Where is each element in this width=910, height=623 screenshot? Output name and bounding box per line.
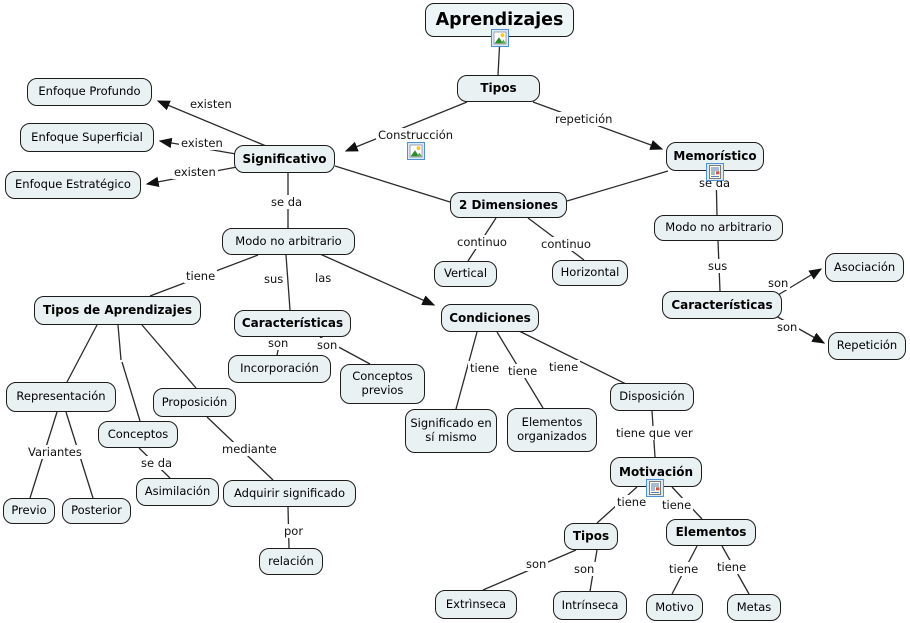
concept-conceptos[interactable]: Conceptos — [98, 421, 178, 448]
link-label-tiene-cond-2[interactable]: tiene — [506, 364, 540, 378]
link-label-tiene-elem-2[interactable]: tiene — [715, 560, 749, 574]
concept-repeticion[interactable]: Repetición — [828, 332, 906, 360]
link-label-continuo-1[interactable]: continuo — [455, 235, 509, 249]
link-label-existen-1[interactable]: existen — [188, 97, 234, 111]
concept-caracteristicas-right[interactable]: Características — [662, 291, 782, 319]
concept-posterior[interactable]: Posterior — [62, 498, 131, 524]
article-icon[interactable] — [646, 479, 664, 497]
concept-significativo[interactable]: Significativo — [234, 145, 335, 173]
link-label-tiene-cond-3[interactable]: tiene — [547, 360, 581, 374]
concept-conceptos-previos[interactable]: Conceptos previos — [340, 364, 425, 404]
image-icon[interactable] — [407, 142, 425, 160]
link-label-tiene-elem-1[interactable]: tiene — [667, 562, 701, 576]
concept-modo-no-arbitrario-left[interactable]: Modo no arbitrario — [222, 228, 355, 255]
link-label-se-da-left[interactable]: se da — [269, 195, 305, 209]
link-label-son-right-1[interactable]: son — [766, 276, 791, 290]
concept-horizontal[interactable]: Horizontal — [552, 260, 628, 286]
link-label-se-da-conceptos[interactable]: se da — [139, 456, 175, 470]
concept-enfoque-superficial[interactable]: Enfoque Superficial — [20, 123, 154, 152]
link-label-son-center-1[interactable]: son — [266, 336, 291, 350]
link-label-son-tipos-1[interactable]: son — [524, 557, 549, 571]
concept-modo-no-arbitrario-right[interactable]: Modo no arbitrario — [654, 215, 783, 241]
image-icon[interactable] — [491, 29, 509, 47]
link-label-tiene-que-ver[interactable]: tiene que ver — [614, 426, 695, 440]
link-label-por[interactable]: por — [282, 524, 306, 538]
link-label-existen-3[interactable]: existen — [172, 165, 218, 179]
article-icon[interactable] — [706, 163, 724, 181]
concept-relacion[interactable]: relación — [259, 548, 323, 575]
link-label-variantes[interactable]: Variantes — [26, 445, 84, 459]
concept-previo[interactable]: Previo — [3, 498, 55, 524]
concept-motivacion[interactable]: Motivación — [610, 457, 702, 487]
concept-asociacion[interactable]: Asociación — [825, 253, 904, 282]
concept-caracteristicas-center[interactable]: Características — [234, 310, 351, 337]
concept-motivo[interactable]: Motivo — [646, 594, 703, 621]
link-label-continuo-2[interactable]: continuo — [539, 237, 593, 251]
link-label-son-tipos-2[interactable]: son — [572, 562, 597, 576]
link-label-existen-2[interactable]: existen — [179, 136, 225, 150]
concept-elementos-organizados[interactable]: Elementos organizados — [507, 408, 597, 452]
link-label-construccion[interactable]: Construcción — [376, 128, 456, 142]
concept-elementos-motivacion[interactable]: Elementos — [666, 519, 756, 546]
link-label-tiene-motiv-1[interactable]: tiene — [615, 495, 649, 509]
link-label-son-center-2[interactable]: son — [315, 338, 340, 352]
link-label-tiene-cond-1[interactable]: tiene — [468, 361, 502, 375]
concept-vertical[interactable]: Vertical — [434, 261, 497, 287]
link-label-tiene-motiv-2[interactable]: tiene — [660, 498, 694, 512]
concept-proposicion[interactable]: Proposición — [153, 388, 236, 417]
concept-extrinseca[interactable]: Extrìnseca — [435, 590, 517, 619]
concept-metas[interactable]: Metas — [727, 594, 781, 621]
concept-adquirir-significado[interactable]: Adquirir significado — [223, 480, 356, 507]
link-label-tiene-left[interactable]: tiene — [184, 269, 218, 283]
concept-intrinseca[interactable]: Intrínseca — [553, 591, 627, 620]
concept-tipos[interactable]: Tipos — [457, 75, 540, 102]
concept-enfoque-profundo[interactable]: Enfoque Profundo — [27, 78, 152, 106]
concept-incorporacion[interactable]: Incorporación — [228, 355, 331, 383]
concept-2-dimensiones[interactable]: 2 Dimensiones — [450, 192, 567, 218]
link-label-sus-left[interactable]: sus — [262, 272, 286, 286]
link-label-sus-right[interactable]: sus — [706, 259, 730, 273]
link-label-mediante[interactable]: mediante — [220, 442, 279, 456]
concept-significado-en-si-mismo[interactable]: Significado en sí mismo — [405, 409, 497, 453]
concept-tipos-de-aprendizajes[interactable]: Tipos de Aprendizajes — [34, 296, 201, 325]
concept-condiciones[interactable]: Condiciones — [441, 304, 539, 332]
concept-representacion[interactable]: Representación — [6, 382, 116, 412]
link-label-son-right-2[interactable]: son — [775, 320, 800, 334]
concept-disposicion[interactable]: Disposición — [610, 383, 694, 411]
concept-asimilacion[interactable]: Asimilación — [136, 478, 219, 506]
concept-enfoque-estrategico[interactable]: Enfoque Estratégico — [5, 171, 141, 199]
link-label-repeticion[interactable]: repetición — [553, 112, 615, 126]
link-label-las[interactable]: las — [313, 271, 334, 285]
concept-tipos-motivacion[interactable]: Tipos — [564, 523, 618, 550]
